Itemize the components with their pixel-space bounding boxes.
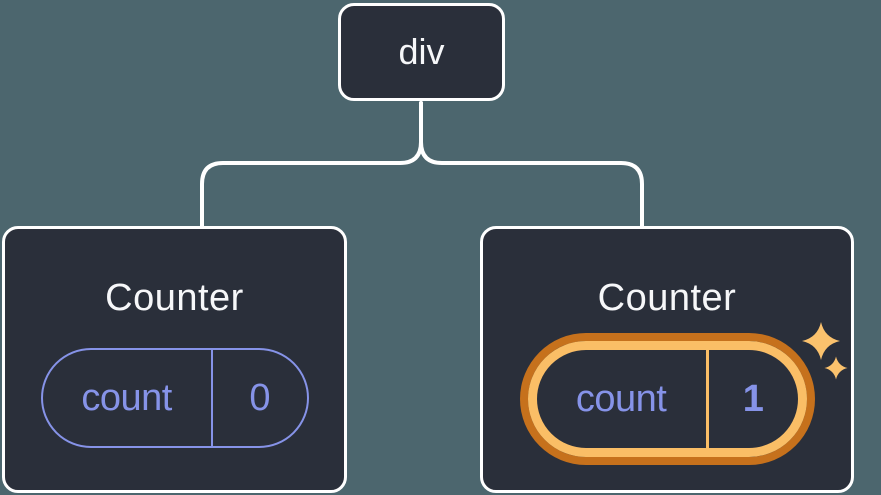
root-node-label: div xyxy=(398,31,445,72)
state-value-cell: 0 xyxy=(213,350,307,446)
state-pill: count 0 xyxy=(40,348,309,448)
state-key-cell: count xyxy=(537,350,709,448)
state-value: 0 xyxy=(249,376,270,419)
state-value: 1 xyxy=(742,377,764,420)
state-key-label: count xyxy=(81,376,172,419)
counter-card-right: Counter count 1 xyxy=(480,226,854,493)
sparkles-icon xyxy=(802,322,848,380)
sparkle-large xyxy=(802,322,840,360)
component-title: Counter xyxy=(597,277,737,319)
connector-branch-left xyxy=(200,101,423,228)
counter-card-left: Counter count 0 xyxy=(2,226,347,493)
component-title: Counter xyxy=(105,277,244,319)
root-node: div xyxy=(338,3,505,101)
sparkle-small xyxy=(824,356,848,380)
state-value-cell: 1 xyxy=(709,350,798,448)
state-key-cell: count xyxy=(43,350,213,446)
connector-branch-right xyxy=(419,101,644,228)
state-pill-highlighted: count 1 xyxy=(527,341,807,457)
state-key-label: count xyxy=(575,377,667,420)
